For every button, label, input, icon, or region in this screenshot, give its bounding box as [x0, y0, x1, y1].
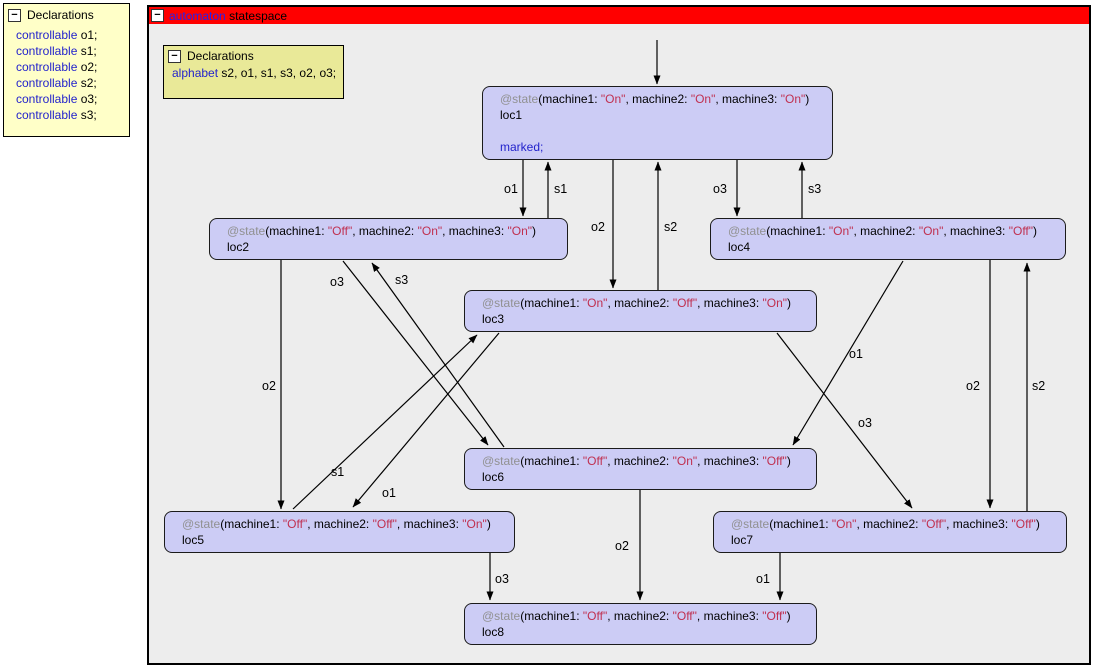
machine-state-value: "Off"	[282, 517, 308, 531]
state-annotation-keyword: @state	[731, 517, 770, 531]
declaration-event-name: o1;	[77, 28, 98, 42]
declaration-item: controllable o2;	[16, 59, 129, 75]
declaration-item: controllable s3;	[16, 107, 129, 123]
declaration-event-name: s2;	[77, 76, 97, 90]
declarations-list: controllable o1;controllable s1;controll…	[4, 24, 129, 123]
state-loc5[interactable]: @state(machine1: "Off", machine2: "Off",…	[164, 511, 515, 553]
state-annotation-line: @state(machine1: "On", machine2: "Off", …	[731, 517, 1040, 531]
machine-state-value: "Off"	[327, 224, 353, 238]
machine-state-value: "On"	[600, 92, 626, 106]
machine-state-value: "Off"	[921, 517, 947, 531]
state-annotation-line: @state(machine1: "On", machine2: "Off", …	[482, 296, 792, 310]
machine-state-value: "On"	[918, 224, 944, 238]
machine-state-value: "On"	[831, 517, 857, 531]
declarations-window: − Declarations controllable o1;controlla…	[3, 3, 130, 137]
machine-state-value: "Off"	[672, 609, 697, 623]
state-loc3[interactable]: @state(machine1: "On", machine2: "Off", …	[464, 290, 817, 332]
machine-state-value: "Off"	[672, 296, 698, 310]
alphabet-keyword: alphabet	[172, 66, 219, 80]
machine-state-value: "On"	[462, 517, 487, 531]
machine-state-value: "On"	[690, 92, 716, 106]
alphabet-line: alphabet s2, o1, s1, s3, o2, o3;	[164, 64, 343, 80]
declaration-item: controllable o1;	[16, 27, 129, 43]
machine-state-value: "On"	[507, 224, 533, 238]
machine-state-value: "Off"	[1011, 517, 1036, 531]
machine-state-value: "On"	[582, 296, 608, 310]
state-annotation-line: @state(machine1: "Off", machine2: "On", …	[482, 454, 791, 468]
state-name: loc2	[227, 240, 250, 254]
machine-state-value: "Off"	[762, 454, 787, 468]
state-annotation-keyword: @state	[482, 454, 521, 468]
state-annotation-line: @state(machine1: "Off", machine2: "On", …	[227, 224, 537, 238]
declaration-event-name: o2;	[77, 60, 98, 74]
spacer	[500, 123, 832, 139]
declaration-keyword: controllable	[16, 76, 78, 90]
declarations-window-title: Declarations	[27, 8, 94, 22]
machine-state-value: "Off"	[762, 609, 787, 623]
state-name: loc7	[731, 533, 754, 547]
declaration-keyword: controllable	[16, 108, 78, 122]
declaration-keyword: controllable	[16, 28, 78, 42]
machine-state-value: "On"	[780, 92, 806, 106]
collapse-icon[interactable]: −	[8, 8, 21, 22]
state-annotation-keyword: @state	[227, 224, 266, 238]
state-annotation-keyword: @state	[728, 224, 767, 238]
state-annotation-line: @state(machine1: "On", machine2: "On", m…	[500, 92, 810, 106]
state-loc1[interactable]: @state(machine1: "On", machine2: "On", m…	[482, 86, 833, 160]
panel-title-name: statespace	[229, 8, 288, 23]
machine-state-value: "Off"	[582, 609, 608, 623]
machine-state-value: "On"	[417, 224, 443, 238]
state-loc6[interactable]: @state(machine1: "Off", machine2: "On", …	[464, 448, 817, 490]
declaration-event-name: s1;	[77, 44, 97, 58]
declaration-event-name: s3;	[77, 108, 97, 122]
state-annotation-line: @state(machine1: "Off", machine2: "Off",…	[182, 517, 491, 531]
alphabet-box-title: Declarations	[187, 49, 254, 63]
state-marked-keyword: marked;	[500, 140, 544, 154]
state-loc8[interactable]: @state(machine1: "Off", machine2: "Off",…	[464, 603, 817, 645]
machine-state-value: "Off"	[1008, 224, 1034, 238]
machine-state-value: "Off"	[372, 517, 397, 531]
declaration-keyword: controllable	[16, 44, 78, 58]
state-loc4[interactable]: @state(machine1: "On", machine2: "On", m…	[710, 218, 1066, 260]
panel-titlebar[interactable]: − automaton statespace	[149, 7, 1089, 24]
panel-title-keyword: automaton	[169, 8, 226, 23]
state-name: loc5	[182, 533, 205, 547]
machine-state-value: "Off"	[582, 454, 608, 468]
alphabet-declarations-box: − Declarations alphabet s2, o1, s1, s3, …	[163, 45, 344, 99]
declarations-window-header: − Declarations	[4, 4, 129, 24]
state-annotation-line: @state(machine1: "On", machine2: "On", m…	[728, 224, 1038, 238]
declaration-item: controllable s2;	[16, 75, 129, 91]
machine-state-value: "On"	[762, 296, 788, 310]
state-name: loc1	[500, 108, 523, 122]
machine-state-value: "On"	[672, 454, 698, 468]
alphabet-events: s2, o1, s1, s3, o2, o3;	[221, 66, 337, 80]
state-name: loc6	[482, 470, 505, 484]
state-name: loc4	[728, 240, 751, 254]
declaration-keyword: controllable	[16, 60, 78, 74]
state-annotation-keyword: @state	[482, 609, 521, 623]
declaration-item: controllable s1;	[16, 43, 129, 59]
state-annotation-keyword: @state	[482, 296, 521, 310]
declaration-keyword: controllable	[16, 92, 78, 106]
declaration-event-name: o3;	[77, 92, 98, 106]
collapse-icon[interactable]: −	[168, 49, 181, 63]
state-annotation-keyword: @state	[182, 517, 221, 531]
machine-state-value: "On"	[828, 224, 854, 238]
alphabet-box-header: − Declarations	[164, 46, 343, 64]
state-loc7[interactable]: @state(machine1: "On", machine2: "Off", …	[713, 511, 1067, 553]
collapse-icon[interactable]: −	[151, 9, 164, 22]
state-annotation-keyword: @state	[500, 92, 539, 106]
declaration-item: controllable o3;	[16, 91, 129, 107]
state-name: loc3	[482, 312, 505, 326]
state-loc2[interactable]: @state(machine1: "Off", machine2: "On", …	[209, 218, 568, 260]
state-annotation-line: @state(machine1: "Off", machine2: "Off",…	[482, 609, 791, 623]
state-name: loc8	[482, 625, 505, 639]
